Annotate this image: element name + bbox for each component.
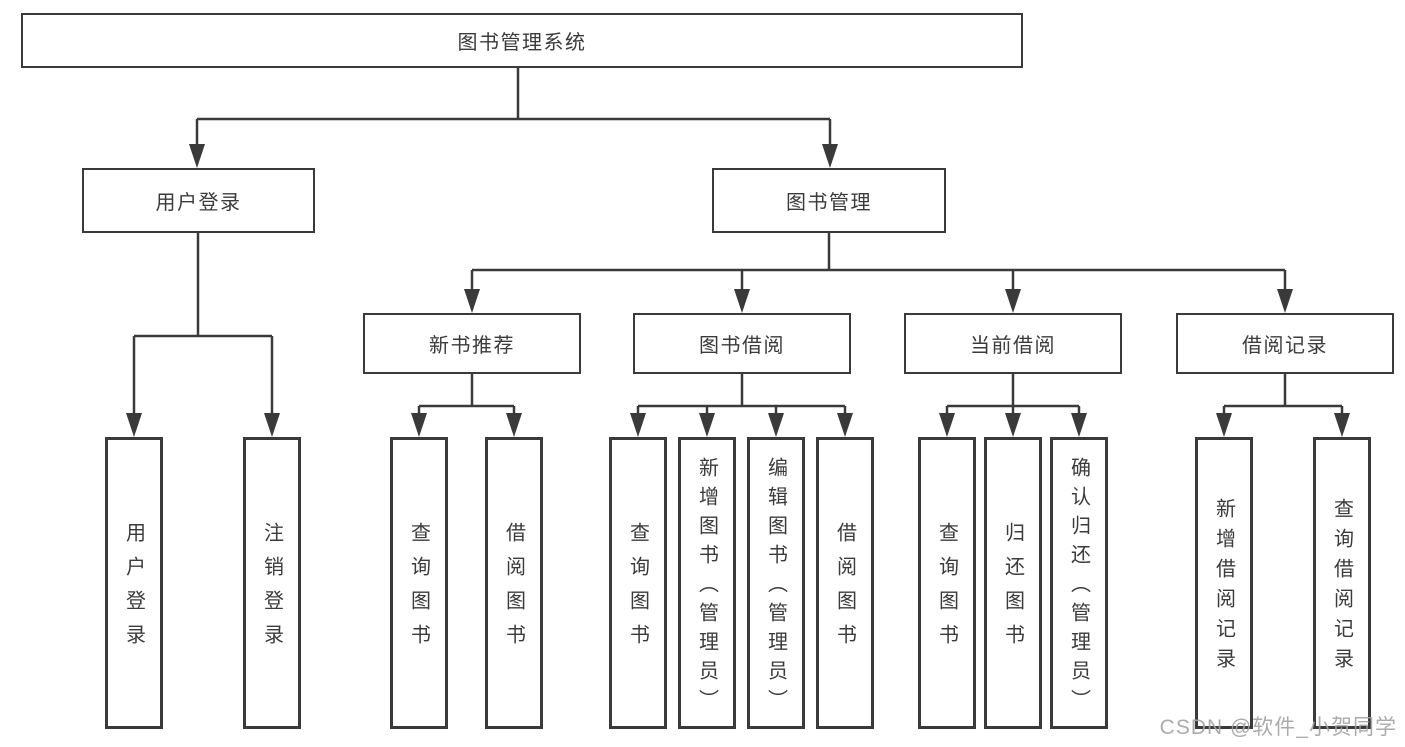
node-borrowing-records: 借阅记录: [1176, 313, 1394, 374]
node-label: 查询图书: [626, 522, 649, 658]
node-label: 注销登录: [260, 522, 283, 658]
arrowhead-icon: [1005, 413, 1021, 437]
node-new-book-recommend: 新书推荐: [363, 313, 581, 374]
node-current-borrowing: 当前借阅: [904, 313, 1122, 374]
leaf-query-borrow-record: 查询借阅记录: [1313, 437, 1371, 729]
node-label: 借阅记录: [1242, 335, 1328, 357]
node-label: 归还图书: [1001, 522, 1024, 658]
node-label: 编辑图书（管理员）: [764, 457, 787, 718]
leaf-query-books-current: 查询图书: [918, 437, 976, 729]
node-label: 查询图书: [935, 522, 958, 658]
node-label: 新增借阅记录: [1212, 498, 1235, 678]
leaf-query-books-recommend: 查询图书: [390, 437, 448, 729]
arrowhead-icon: [1216, 413, 1232, 437]
arrowhead-icon: [1334, 413, 1350, 437]
arrowhead-icon: [734, 289, 750, 313]
node-label: 用户登录: [122, 522, 145, 658]
arrowhead-icon: [189, 144, 205, 168]
node-library-management-system: 图书管理系统: [21, 13, 1023, 68]
node-book-management: 图书管理: [712, 168, 946, 233]
node-label: 图书借阅: [699, 335, 785, 357]
arrowhead-icon: [264, 413, 280, 437]
node-label: 确认归还（管理员）: [1067, 457, 1090, 718]
leaf-add-book-admin: 新增图书（管理员）: [678, 437, 736, 729]
node-label: 图书管理系统: [457, 32, 587, 54]
arrowheads: [126, 144, 1350, 437]
node-label: 查询图书: [407, 522, 430, 658]
leaf-confirm-return-admin: 确认归还（管理员）: [1050, 437, 1108, 729]
node-label: 借阅图书: [502, 522, 525, 658]
arrowhead-icon: [506, 413, 522, 437]
leaf-add-borrow-record: 新增借阅记录: [1195, 437, 1253, 729]
leaf-return-book: 归还图书: [984, 437, 1042, 729]
arrowhead-icon: [411, 413, 427, 437]
node-label: 当前借阅: [970, 335, 1056, 357]
node-label: 新增图书（管理员）: [695, 457, 718, 718]
node-label: 新书推荐: [429, 335, 515, 357]
csdn-watermark: CSDN @软件_小贺同学: [1159, 716, 1397, 739]
leaf-edit-book-admin: 编辑图书（管理员）: [747, 437, 805, 729]
arrowhead-icon: [768, 413, 784, 437]
arrowhead-icon: [1071, 413, 1087, 437]
node-label: 图书管理: [786, 192, 872, 214]
node-label: 用户登录: [155, 192, 242, 214]
arrowhead-icon: [126, 413, 142, 437]
arrowhead-icon: [630, 413, 646, 437]
node-user-login: 用户登录: [82, 168, 315, 233]
arrowhead-icon: [464, 289, 480, 313]
leaf-user-login: 用户登录: [105, 437, 163, 729]
node-book-borrowing: 图书借阅: [633, 313, 851, 374]
leaf-borrow-books-recommend: 借阅图书: [485, 437, 543, 729]
arrowhead-icon: [939, 413, 955, 437]
leaf-query-books-borrowing: 查询图书: [609, 437, 667, 729]
node-label: 借阅图书: [833, 522, 856, 658]
leaf-borrow-books-borrowing: 借阅图书: [816, 437, 874, 729]
arrowhead-icon: [1005, 289, 1021, 313]
arrowhead-icon: [699, 413, 715, 437]
node-label: 查询借阅记录: [1330, 498, 1353, 678]
leaf-logout: 注销登录: [243, 437, 301, 729]
arrowhead-icon: [1277, 289, 1293, 313]
arrowhead-icon: [822, 144, 838, 168]
arrowhead-icon: [837, 413, 853, 437]
